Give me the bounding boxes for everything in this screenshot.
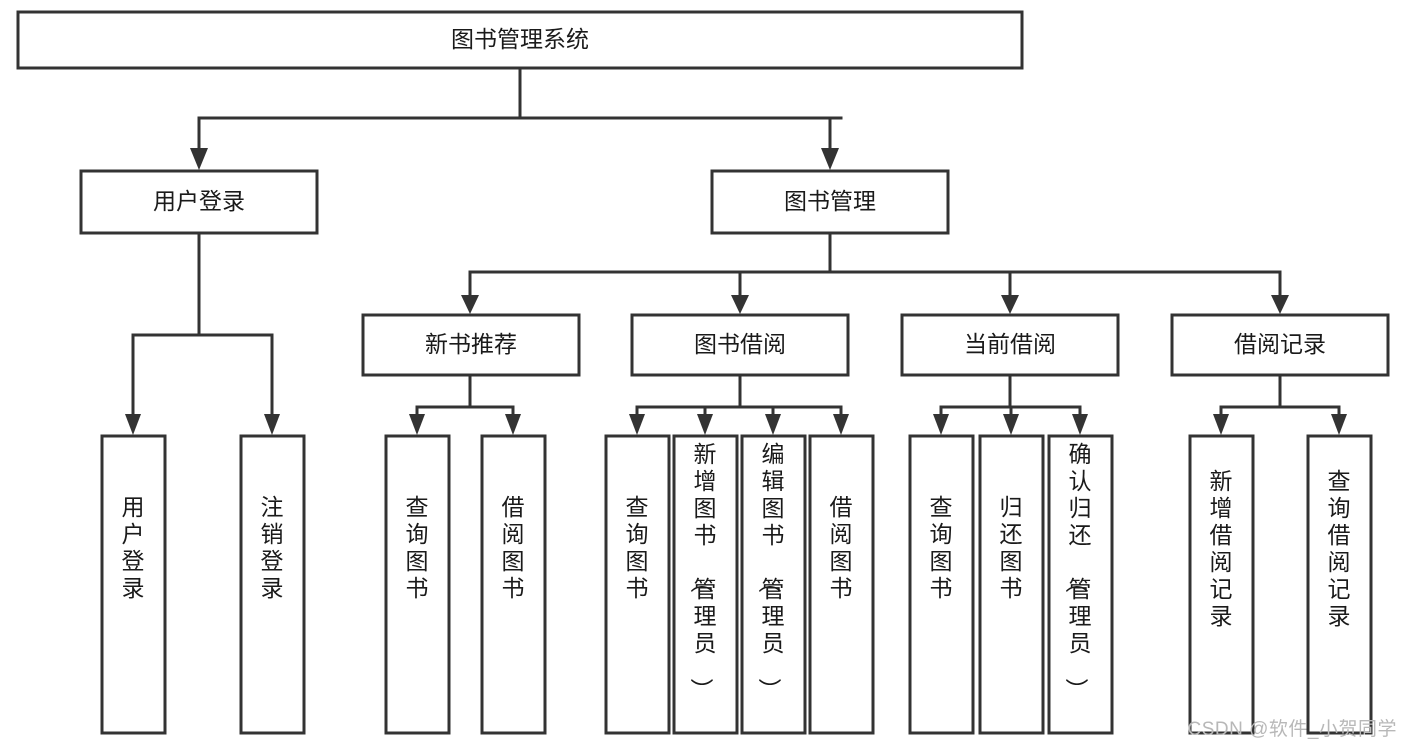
leaf-node-query-book-recommend[interactable]: 查询图书 <box>384 434 451 735</box>
connector-group-user-login <box>125 231 280 435</box>
leaf-box[interactable] <box>1047 434 1114 735</box>
leaf-label-vertical: 查询借阅记录 <box>1328 468 1351 629</box>
node-new-book-recommend-label: 新书推荐 <box>425 331 517 357</box>
leaf-node-user-login[interactable]: 用户登录 <box>100 434 167 735</box>
leaf-node-return-book[interactable]: 归还图书 <box>978 434 1045 735</box>
connector-group-new-book <box>409 373 521 435</box>
leaf-box[interactable] <box>908 434 975 735</box>
leaf-node-query-book-current[interactable]: 查询图书 <box>908 434 975 735</box>
connector-group-book-mgmt <box>461 231 1289 314</box>
arrow-to-borrow-book <box>731 295 749 314</box>
leaf-box[interactable] <box>672 434 739 735</box>
arrow-current-borrow-leaf3 <box>1072 414 1088 435</box>
leaf-node-query-borrow-record[interactable]: 查询借阅记录 <box>1306 434 1373 735</box>
node-new-book-recommend-box[interactable] <box>361 313 581 377</box>
arrow-new-book-leaf2 <box>505 414 521 435</box>
leaf-label-vertical: 借阅图书 <box>830 494 853 601</box>
arrow-current-borrow-leaf1 <box>933 414 949 435</box>
arrow-user-login-leaf1 <box>125 414 141 435</box>
node-user-login[interactable]: 用户登录 <box>79 169 319 235</box>
arrow-user-login-leaf2 <box>264 414 280 435</box>
leaf-label-vertical: 查询图书 <box>406 494 429 601</box>
arrow-new-book-leaf1 <box>409 414 425 435</box>
leaf-node-add-borrow-record[interactable]: 新增借阅记录 <box>1188 434 1255 735</box>
leaf-label-vertical: 借阅图书 <box>502 494 525 601</box>
node-root-box[interactable] <box>16 10 1024 70</box>
node-book-borrow[interactable]: 图书借阅 <box>630 313 850 377</box>
node-new-book-recommend[interactable]: 新书推荐 <box>361 313 581 377</box>
leaf-box[interactable] <box>239 434 306 735</box>
arrow-to-current-borrow <box>1001 295 1019 314</box>
leaf-label-vertical: 归还图书 <box>1000 494 1023 601</box>
node-book-borrow-box[interactable] <box>630 313 850 377</box>
leaf-box[interactable] <box>1188 434 1255 735</box>
arrow-borrow-record-leaf2 <box>1331 414 1347 435</box>
leaf-box[interactable] <box>384 434 451 735</box>
connector-group-root <box>190 66 843 170</box>
leaf-box[interactable] <box>100 434 167 735</box>
arrow-borrow-book-leaf2 <box>697 414 713 435</box>
node-root-label: 图书管理系统 <box>451 26 589 52</box>
node-current-borrow-label: 当前借阅 <box>964 331 1056 357</box>
node-user-login-box[interactable] <box>79 169 319 235</box>
arrow-borrow-record-leaf1 <box>1213 414 1229 435</box>
leaf-label-vertical: 查询图书 <box>930 494 953 601</box>
leaf-label-vertical: 编辑图书（管理员） <box>757 441 785 701</box>
node-borrow-record[interactable]: 借阅记录 <box>1170 313 1390 377</box>
leaf-box[interactable] <box>1306 434 1373 735</box>
leaf-box[interactable] <box>808 434 875 735</box>
node-book-management-label: 图书管理 <box>784 188 876 214</box>
node-user-login-label: 用户登录 <box>153 188 245 214</box>
leaf-node-borrow-book[interactable]: 借阅图书 <box>808 434 875 735</box>
leaf-box[interactable] <box>480 434 547 735</box>
leaf-label-vertical: 新增图书（管理员） <box>689 441 717 701</box>
arrow-current-borrow-leaf2 <box>1003 414 1019 435</box>
connector-group-current-borrow <box>933 373 1088 435</box>
leaf-label-vertical: 新增借阅记录 <box>1210 468 1233 629</box>
connector-group-borrow-record <box>1213 373 1347 435</box>
arrow-to-new-book <box>461 295 479 314</box>
leaf-label-vertical: 确认归还（管理员） <box>1064 441 1092 701</box>
leaf-node-confirm-return-admin[interactable]: 确认归还（管理员） <box>1047 434 1114 735</box>
node-current-borrow-box[interactable] <box>900 313 1120 377</box>
leaf-label-vertical: 查询图书 <box>626 494 649 601</box>
node-current-borrow[interactable]: 当前借阅 <box>900 313 1120 377</box>
leaf-node-query-book-borrow[interactable]: 查询图书 <box>604 434 671 735</box>
leaf-box[interactable] <box>978 434 1045 735</box>
arrow-borrow-book-leaf4 <box>833 414 849 435</box>
arrow-borrow-book-leaf3 <box>765 414 781 435</box>
leaf-label-vertical: 注销登录 <box>261 494 284 601</box>
arrow-root-to-book-mgmt <box>821 148 839 170</box>
node-book-management-box[interactable] <box>710 169 950 235</box>
node-root-system[interactable]: 图书管理系统 <box>16 10 1024 70</box>
arrow-root-to-user-login <box>190 148 208 170</box>
arrow-borrow-book-leaf1 <box>629 414 645 435</box>
node-book-borrow-label: 图书借阅 <box>694 331 786 357</box>
node-borrow-record-box[interactable] <box>1170 313 1390 377</box>
node-book-management[interactable]: 图书管理 <box>710 169 950 235</box>
leaf-node-add-book-admin[interactable]: 新增图书（管理员） <box>672 434 739 735</box>
leaf-node-borrow-book-recommend[interactable]: 借阅图书 <box>480 434 547 735</box>
arrow-to-borrow-record <box>1271 295 1289 314</box>
leaf-node-logout[interactable]: 注销登录 <box>239 434 306 735</box>
node-borrow-record-label: 借阅记录 <box>1234 331 1326 357</box>
leaf-box[interactable] <box>604 434 671 735</box>
leaf-node-edit-book-admin[interactable]: 编辑图书（管理员） <box>740 434 807 735</box>
leaf-label-vertical: 用户登录 <box>122 494 145 601</box>
connector-group-borrow-book <box>629 373 849 435</box>
leaf-box[interactable] <box>740 434 807 735</box>
